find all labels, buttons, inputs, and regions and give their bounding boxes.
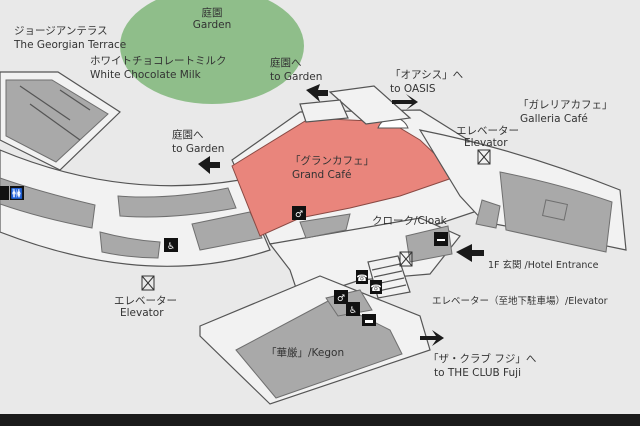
phone-icon-2: ☎ bbox=[370, 280, 382, 294]
to-garden-top-label-jp: 庭園へ bbox=[270, 56, 302, 69]
galleria-cafe-label-en: Galleria Café bbox=[520, 113, 588, 125]
restroom-icon-cafe: ♂ bbox=[292, 206, 306, 220]
wheelchair-icon bbox=[0, 186, 9, 200]
arrow-hotel-entrance[interactable] bbox=[456, 244, 484, 262]
passage-garden-top bbox=[299, 99, 349, 123]
elevator-right-label-jp: エレベーター bbox=[456, 125, 519, 137]
grand-cafe-label-jp: 「グランカフェ」 bbox=[290, 154, 374, 167]
arrow-to-oasis[interactable] bbox=[392, 94, 418, 110]
arrow-to-garden-top[interactable] bbox=[306, 84, 328, 102]
elevator-basement-label: エレベーター（至地下駐車場）/Elevator bbox=[432, 295, 608, 307]
restroom-icon-2: ♿ bbox=[164, 238, 178, 252]
elevator-left-label-jp: エレベーター bbox=[114, 295, 177, 307]
galleria-cafe-label-jp: 「ガレリアカフェ」 bbox=[518, 99, 613, 111]
garden-area[interactable] bbox=[120, 0, 304, 104]
svg-text:☎: ☎ bbox=[356, 274, 367, 284]
svg-text:♂: ♂ bbox=[295, 210, 303, 220]
elevator-basement-marker[interactable] bbox=[399, 251, 413, 267]
bottom-band bbox=[0, 414, 640, 426]
cloak-label: クローク/Cloak bbox=[372, 215, 448, 227]
garden-label-en: Garden bbox=[193, 19, 231, 31]
elevator-right-label-en: Elevator bbox=[464, 137, 508, 149]
to-oasis-label-en: to OASIS bbox=[390, 83, 436, 95]
room-west-3 bbox=[99, 231, 161, 259]
to-garden-top-label-en: to Garden bbox=[270, 71, 322, 83]
garden-label-jp: 庭園 bbox=[202, 6, 223, 19]
room-west-4 bbox=[191, 211, 263, 251]
georgian-terrace-area[interactable] bbox=[0, 71, 121, 171]
white-chocolate-milk-label-en: White Chocolate Milk bbox=[90, 69, 202, 81]
to-oasis-label-jp: 「オアシス」へ bbox=[390, 69, 463, 81]
room-west-2 bbox=[117, 187, 237, 218]
kegon-area[interactable] bbox=[235, 299, 403, 399]
wheelchair-icon-kegon: ♿ bbox=[346, 302, 360, 316]
club-fuji-label-jp: 「ザ・クラブ フジ」へ bbox=[428, 352, 536, 365]
svg-text:🚻: 🚻 bbox=[11, 187, 23, 200]
club-fuji-label-en: to THE CLUB Fuji bbox=[434, 367, 521, 379]
passage-oasis bbox=[328, 85, 412, 125]
arrow-to-garden-left[interactable] bbox=[198, 156, 220, 174]
elevator-right-marker[interactable] bbox=[477, 149, 491, 165]
kegon-label: 「華厳」/Kegon bbox=[266, 346, 344, 359]
smoking-icon bbox=[434, 232, 448, 246]
grand-cafe-area[interactable] bbox=[231, 117, 459, 237]
cloak-room bbox=[299, 213, 351, 239]
svg-text:♿: ♿ bbox=[167, 242, 175, 252]
svg-text:♿: ♿ bbox=[349, 306, 357, 316]
white-chocolate-milk-label-jp: ホワイトチョコレートミルク bbox=[90, 55, 227, 67]
elevator-left-marker[interactable] bbox=[141, 275, 155, 291]
georgian-terrace-label-en: The Georgian Terrace bbox=[13, 39, 126, 51]
galleria-room-small bbox=[541, 199, 569, 221]
svg-text:☎: ☎ bbox=[370, 284, 381, 294]
georgian-terrace-label-jp: ジョージアンテラス bbox=[14, 25, 108, 37]
arrow-to-club-fuji[interactable] bbox=[420, 330, 444, 346]
room-right-2 bbox=[475, 199, 501, 229]
hotel-entrance-label: 1F 玄関 /Hotel Entrance bbox=[488, 259, 599, 271]
restroom-icon: 🚻 bbox=[10, 186, 24, 200]
stairs-icon bbox=[362, 314, 376, 326]
svg-text:♂: ♂ bbox=[337, 294, 345, 304]
elevator-left-label-en: Elevator bbox=[120, 307, 164, 319]
phone-icon: ☎ bbox=[356, 270, 368, 284]
restroom-icon-kegon: ♂ bbox=[334, 290, 348, 304]
to-garden-left-label-en: to Garden bbox=[172, 143, 224, 155]
to-garden-left-label-jp: 庭園へ bbox=[172, 128, 204, 141]
grand-cafe-label-en: Grand Café bbox=[292, 169, 351, 181]
